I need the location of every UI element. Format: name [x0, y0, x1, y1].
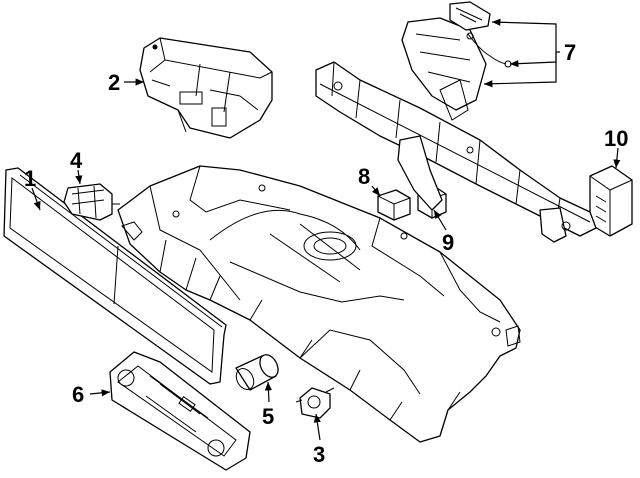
- callout-8: 8: [358, 164, 370, 189]
- leader-7c: [483, 52, 557, 88]
- leader-9: [433, 209, 447, 231]
- callout-3: 3: [313, 442, 325, 467]
- part-8-relay[interactable]: [377, 189, 411, 221]
- leader-4: [75, 169, 83, 185]
- part-10-control-unit[interactable]: [589, 165, 633, 237]
- callout-5: 5: [262, 404, 274, 429]
- callout-numbers: 1 2 3 4 5 6 7 8 9 10: [24, 40, 628, 467]
- part-6-control-panel[interactable]: [109, 351, 251, 471]
- callout-6: 6: [72, 382, 84, 407]
- callout-1: 1: [24, 166, 36, 191]
- leader-3: [313, 413, 321, 441]
- leader-5: [264, 381, 273, 403]
- instrument-panel[interactable]: [117, 165, 521, 443]
- callout-2: 2: [108, 70, 120, 95]
- leader-1: [31, 187, 41, 211]
- callout-4: 4: [70, 148, 83, 173]
- leader-6: [89, 389, 111, 397]
- leader-7a: [491, 18, 557, 52]
- part-5-knob[interactable]: [233, 352, 282, 393]
- leader-8: [371, 185, 381, 197]
- cross-car-beam[interactable]: [315, 61, 597, 243]
- part-7-harness[interactable]: [401, 1, 512, 111]
- leader-7b: [509, 52, 557, 68]
- callout-7: 7: [564, 40, 576, 65]
- callout-10: 10: [604, 126, 628, 151]
- leader-10: [613, 147, 621, 169]
- part-3-sensor[interactable]: [295, 387, 335, 419]
- part-2-storage-housing[interactable]: [139, 37, 273, 139]
- leader-lines: [31, 18, 621, 441]
- part-1-display-bezel[interactable]: [3, 167, 227, 385]
- callout-9: 9: [442, 230, 454, 255]
- part-4-switch[interactable]: [63, 183, 120, 221]
